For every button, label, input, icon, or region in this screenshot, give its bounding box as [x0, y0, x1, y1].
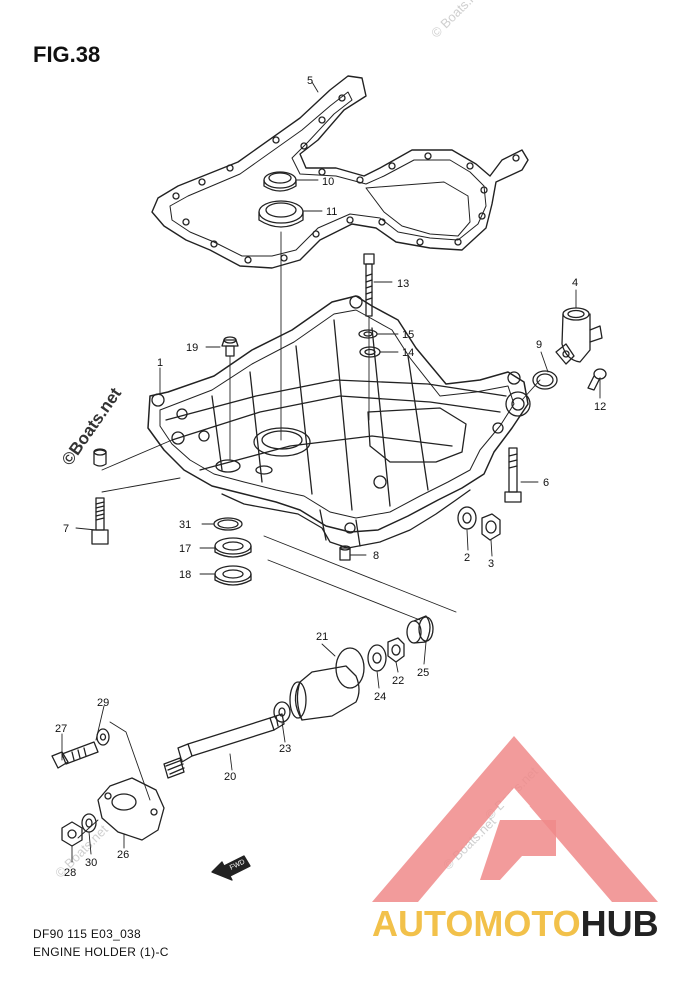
o-ring-part-9 — [532, 370, 558, 390]
plug-part-19 — [221, 336, 239, 357]
plug-part-3 — [481, 513, 501, 541]
callout-19: 19 — [186, 342, 198, 354]
fitting-part-4 — [555, 307, 603, 365]
callout-28: 28 — [64, 867, 76, 879]
callout-7: 7 — [63, 523, 69, 535]
callout-15: 15 — [402, 329, 414, 341]
callout-25: 25 — [417, 667, 429, 679]
brand-wordmark-accent: HUB — [580, 903, 659, 944]
nut-part-22 — [387, 637, 405, 663]
o-ring-part-31 — [213, 517, 243, 531]
nut-part-28 — [61, 821, 83, 847]
callout-4: 4 — [572, 277, 578, 289]
callout-26: 26 — [117, 849, 129, 861]
callout-17: 17 — [179, 543, 191, 555]
callout-20: 20 — [224, 771, 236, 783]
diagram-code: DF90 115 E03_038 — [33, 927, 141, 941]
engine-holder-part-1 — [147, 295, 531, 549]
brand-wordmark: AUTOMOTOHUB — [372, 906, 659, 942]
callout-10: 10 — [322, 176, 334, 188]
bolt-part-6 — [504, 447, 522, 503]
callout-23: 23 — [279, 743, 291, 755]
oil-seal-part-11 — [258, 200, 304, 228]
callout-31: 31 — [179, 519, 191, 531]
callout-labels: 5 10 11 13 15 14 4 9 12 6 2 3 8 31 17 18… — [55, 75, 606, 879]
dowel-pin — [93, 448, 107, 467]
callout-27: 27 — [55, 723, 67, 735]
callout-9: 9 — [536, 339, 542, 351]
gasket-part-5 — [151, 75, 529, 269]
callout-30: 30 — [85, 857, 97, 869]
callout-8: 8 — [373, 550, 379, 562]
seal-part-17 — [214, 537, 252, 558]
pin-part-8 — [339, 545, 351, 561]
washer-part-29 — [96, 728, 110, 746]
callout-18: 18 — [179, 569, 191, 581]
leader-lines — [61, 81, 601, 863]
callout-22: 22 — [392, 675, 404, 687]
screw-part-12 — [587, 368, 607, 391]
callout-13: 13 — [397, 278, 409, 290]
callout-12: 12 — [594, 401, 606, 413]
brand-logo — [372, 736, 658, 902]
bolt-part-27 — [51, 741, 99, 769]
washer-part-2 — [457, 506, 477, 530]
callout-29: 29 — [97, 697, 109, 709]
callout-24: 24 — [374, 691, 386, 703]
diagram-caption: ENGINE HOLDER (1)-C — [33, 945, 169, 959]
washer-part-15 — [358, 329, 378, 339]
bolt-part-7 — [91, 497, 109, 545]
callout-21: 21 — [316, 631, 328, 643]
washer-part-14 — [359, 346, 381, 358]
oil-seal-part-10 — [263, 171, 297, 192]
bolt-part-20 — [163, 713, 285, 779]
callout-11: 11 — [326, 206, 337, 218]
callout-3: 3 — [488, 558, 494, 570]
washer-part-30 — [81, 813, 97, 833]
washer-part-24 — [367, 644, 387, 672]
bracket-part-26 — [97, 777, 165, 841]
brand-wordmark-main: AUTOMOTO — [372, 903, 581, 944]
forward-direction-arrow: FWD — [211, 855, 251, 881]
callout-14: 14 — [402, 347, 414, 359]
mount-rubber-part-21 — [289, 647, 365, 721]
callout-1: 1 — [157, 357, 163, 369]
callout-6: 6 — [543, 477, 549, 489]
callout-2: 2 — [464, 552, 470, 564]
callout-5: 5 — [307, 75, 313, 87]
bolt-part-13 — [363, 253, 375, 317]
seal-part-18 — [214, 565, 252, 586]
figure-title: FIG.38 — [33, 42, 101, 67]
